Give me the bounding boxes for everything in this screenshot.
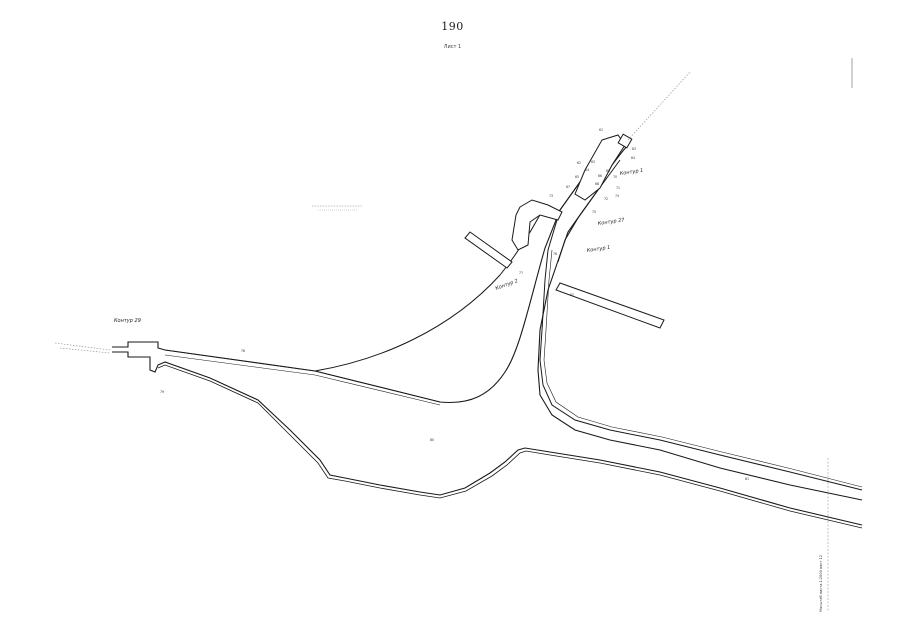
- svg-text:78: 78: [241, 349, 245, 353]
- svg-text:64: 64: [585, 168, 589, 172]
- road-edge-upper: [164, 349, 441, 403]
- survey-point-markers: 61 62 63 64 65 66 67 68 69 70 71 72 73 7…: [160, 128, 749, 481]
- cross-strip-right: [555, 282, 665, 329]
- road-right-inner: [539, 249, 863, 491]
- sheet-label: Лист 1: [443, 44, 462, 50]
- parcel-boundary-outer-double: [157, 364, 863, 529]
- svg-text:72: 72: [604, 197, 608, 201]
- dashed-extension-top: [627, 71, 691, 141]
- road-edge-upper-2: [164, 354, 441, 406]
- svg-text:63: 63: [591, 160, 595, 164]
- svg-text:69: 69: [606, 169, 610, 173]
- svg-text:66: 66: [598, 174, 602, 178]
- svg-text:76: 76: [553, 252, 557, 256]
- svg-text:74: 74: [615, 194, 619, 198]
- svg-text:71: 71: [616, 186, 620, 190]
- contour-label-29: Контур 29: [114, 318, 141, 324]
- contour-label-1-mid: Контур 1: [586, 245, 610, 254]
- top-building-block: [574, 134, 626, 201]
- svg-text:70: 70: [613, 175, 617, 179]
- contour-label-1-top: Контур 1: [619, 168, 643, 177]
- dashed-extension-left: [54, 342, 111, 351]
- cross-strip-left: [464, 231, 513, 269]
- dashed-extension-left-2: [59, 347, 111, 354]
- svg-text:81: 81: [745, 477, 749, 481]
- parcel-boundary-outer-inner: [112, 351, 863, 526]
- parcel-boundary-outer: [112, 139, 863, 501]
- svg-text:82: 82: [570, 293, 574, 297]
- contour-label-27: Контур 27: [597, 217, 625, 227]
- contour-label-2: Контур 2: [495, 278, 519, 292]
- svg-text:84: 84: [631, 156, 635, 160]
- road-right-inner-2: [543, 249, 863, 488]
- svg-text:65: 65: [575, 175, 579, 179]
- side-note: Масштаб листа 1:2000 лист 12: [819, 555, 823, 612]
- svg-text:73: 73: [549, 194, 553, 198]
- annex-structure: [511, 199, 563, 251]
- svg-text:68: 68: [595, 182, 599, 186]
- svg-text:62: 62: [577, 161, 581, 165]
- top-building-cap: [617, 133, 633, 149]
- page-number: 190: [441, 20, 464, 33]
- corridor-wall-right: [557, 159, 621, 263]
- svg-text:80: 80: [430, 438, 434, 442]
- parcel-curve-inner: [314, 204, 546, 372]
- svg-text:61: 61: [599, 128, 603, 132]
- svg-text:79: 79: [160, 390, 164, 394]
- svg-text:77: 77: [519, 271, 523, 275]
- svg-text:67: 67: [566, 185, 570, 189]
- svg-text:75: 75: [592, 210, 596, 214]
- svg-text:83: 83: [632, 147, 636, 151]
